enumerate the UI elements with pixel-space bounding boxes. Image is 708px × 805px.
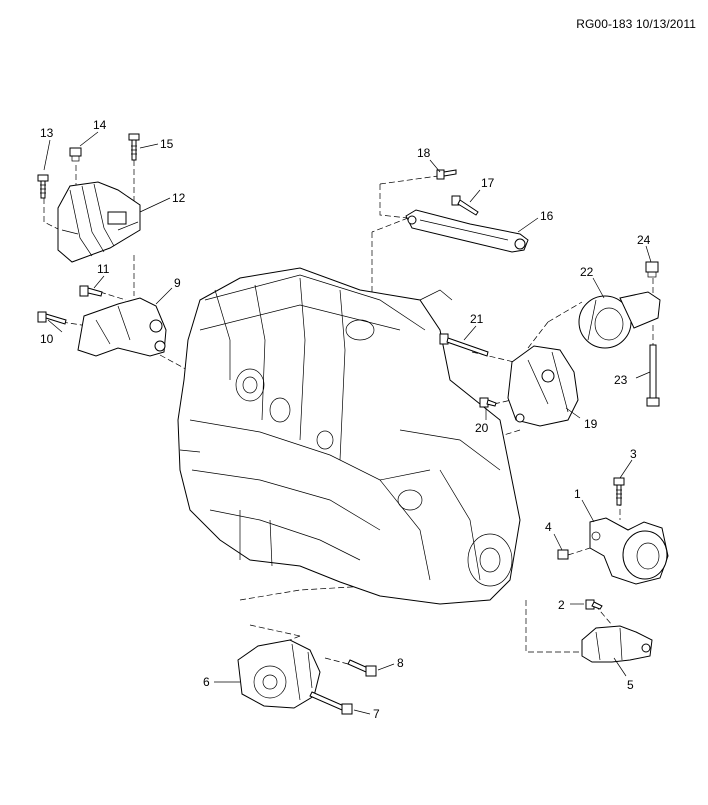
bolt-15 [128, 133, 140, 161]
mount-bracket-part-9 [77, 297, 167, 357]
callout-7: 7 [373, 707, 380, 721]
bolt-3 [613, 477, 625, 506]
callout-8: 8 [397, 656, 404, 670]
bolt-8 [347, 659, 377, 677]
nut-4 [557, 549, 569, 560]
callout-6: 6 [203, 675, 210, 689]
bolt-10 [37, 311, 67, 325]
bolt-13 [37, 174, 49, 199]
engine-mount-upper-part-12 [57, 181, 141, 263]
bolt-18 [436, 169, 457, 180]
callout-2: 2 [558, 598, 565, 612]
callout-21: 21 [470, 312, 484, 326]
callout-17: 17 [481, 176, 495, 190]
callout-18: 18 [417, 146, 431, 160]
callout-24: 24 [637, 233, 651, 247]
mount-bracket-part-5 [581, 625, 653, 663]
callout-15: 15 [160, 137, 174, 151]
callout-12: 12 [172, 191, 186, 205]
reference-code: RG00-183 10/13/2011 [576, 17, 696, 31]
mount-part-6 [237, 639, 321, 709]
callout-leader-lines [43, 131, 652, 715]
bolt-21 [439, 333, 489, 357]
callout-22: 22 [580, 265, 594, 279]
callout-10: 10 [40, 332, 54, 346]
callout-4: 4 [545, 520, 552, 534]
bolt-17 [451, 195, 479, 216]
bolt-23 [646, 344, 660, 407]
nut-24 [645, 261, 659, 278]
callout-16: 16 [540, 209, 554, 223]
engine-transaxle-assembly [177, 267, 521, 605]
callout-20: 20 [475, 421, 489, 435]
callout-5: 5 [627, 678, 634, 692]
callout-3: 3 [630, 447, 637, 461]
callout-23: 23 [614, 373, 628, 387]
callout-14: 14 [93, 118, 107, 132]
torque-strut-part-16 [405, 209, 529, 253]
mount-bracket-part-19 [507, 345, 579, 427]
bolt-2 [585, 599, 603, 610]
bolt-20 [479, 397, 497, 408]
callout-19: 19 [584, 417, 598, 431]
callout-9: 9 [174, 276, 181, 290]
nut-14 [69, 147, 82, 162]
callout-numbers: 13 14 15 12 11 9 10 18 17 16 24 22 23 21… [40, 118, 651, 721]
callout-1: 1 [574, 487, 581, 501]
callout-13: 13 [40, 126, 54, 140]
callout-11: 11 [97, 262, 110, 276]
transmission-mount-part-22 [578, 291, 661, 349]
bolt-11 [79, 285, 103, 297]
bolt-7 [309, 691, 353, 715]
mount-part-1 [589, 517, 669, 585]
